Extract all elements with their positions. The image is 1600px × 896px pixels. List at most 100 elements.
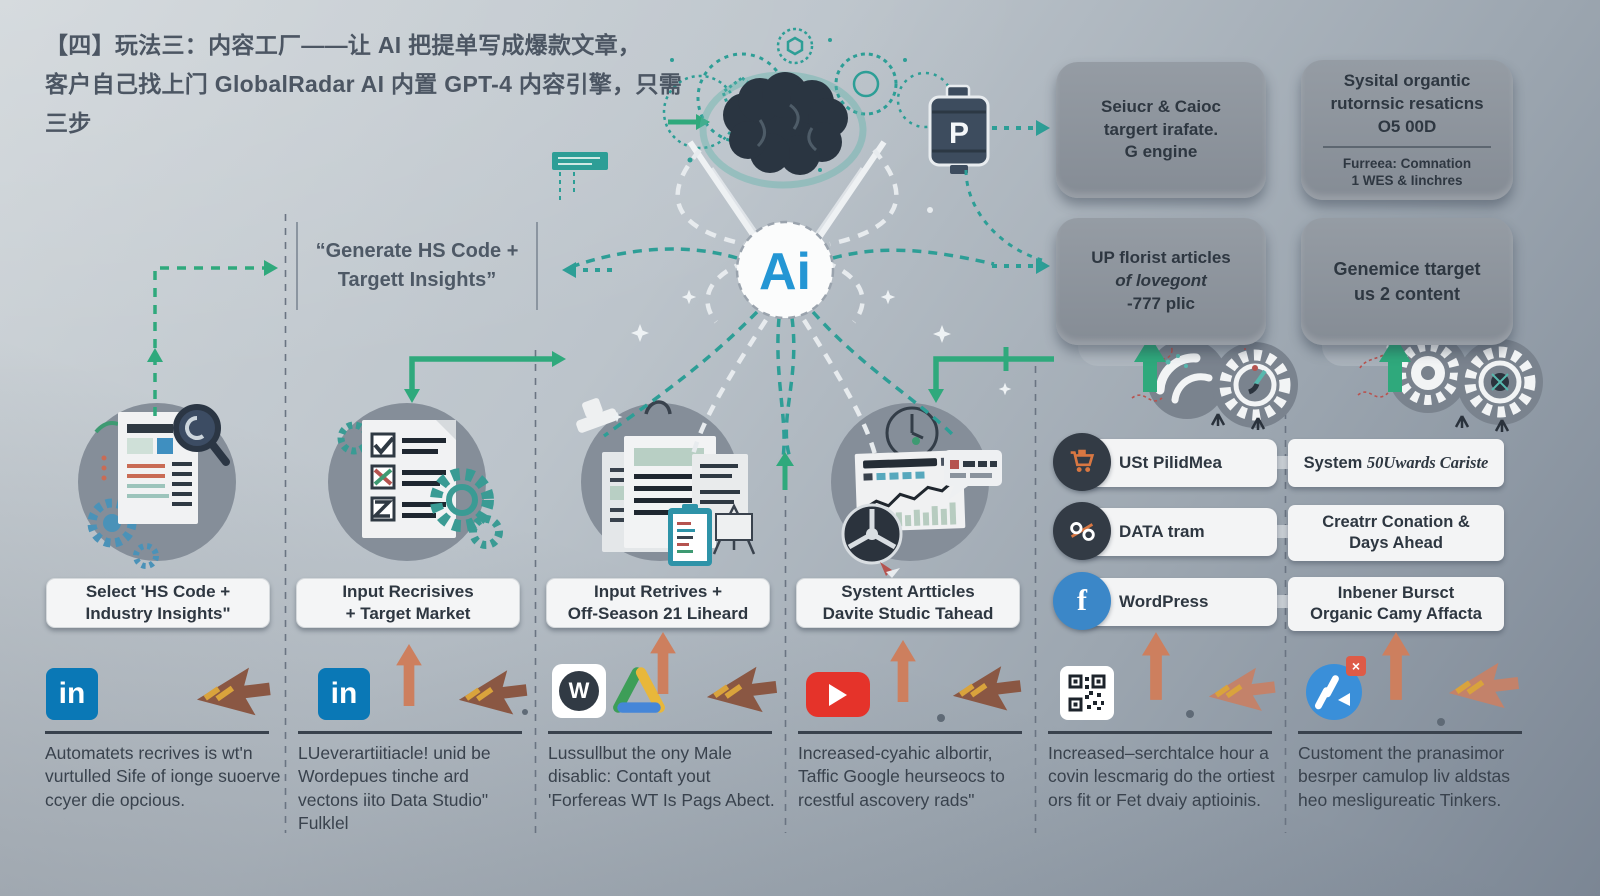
linkedin-letter: in: [58, 677, 86, 710]
cursor-icon: [196, 648, 280, 737]
info-box-3-line1: UP florist articles: [1091, 248, 1231, 268]
step2-label: Input Recrisives + Target Market: [296, 578, 520, 628]
tool-target-1-normal: System: [1303, 453, 1367, 472]
badge-feet-marks: [1210, 413, 1510, 432]
decor-dots: [522, 207, 1445, 726]
info-box-2: Sysital organtic rutornsic resaticns O5 …: [1301, 60, 1513, 200]
step3-illustration: [576, 398, 756, 566]
cursor-icon: [1448, 644, 1528, 729]
step1-label-line2: Industry Insights": [85, 604, 231, 623]
wordpress-letter: W: [559, 671, 599, 711]
tool-target-3: Inbener Bursct Organic Camy Affacta: [1288, 577, 1504, 631]
footer-divider: [45, 731, 269, 734]
column-separators: [284, 214, 1287, 833]
step4-label-line2: Davite Studic Tahead: [822, 604, 994, 623]
linkedin-icon: in: [46, 668, 98, 720]
info-box-2-foot1: Furreea: Comnation: [1342, 155, 1472, 171]
step4-label-line1: Systent Artticles: [841, 581, 975, 601]
footer-divider: [548, 731, 772, 734]
footer-note-4: Increased-cyahic albortir, Taffic Google…: [798, 743, 1005, 810]
info-box-3-line2: of lovegont: [1115, 271, 1207, 291]
prompt-quote-line2: Targett Insights”: [337, 269, 497, 291]
prompt-quote: “Generate HS Code + Targett Insights”: [296, 222, 538, 310]
tool-pill-2-label: DATA tram: [1119, 522, 1205, 541]
info-box-3: UP florist articles of lovegont -777 pli…: [1056, 218, 1266, 345]
page-title: 【四】玩法三：内容工厂——让 AI 把提单写成爆款文章， 客户自己找上门 Glo…: [45, 26, 705, 143]
battery-p-icon: P: [928, 84, 990, 174]
up-trend-arrow: [1382, 632, 1410, 705]
tool-target-1-italic: 50Uwards Cariste: [1366, 452, 1489, 472]
info-box-2-line1: Sysital organtic: [1343, 71, 1471, 91]
linkedin-letter: in: [330, 677, 358, 710]
tool-target-3-line2: Organic Camy Affacta: [1310, 605, 1482, 623]
step1-label: Select 'HS Code + Industry Insights": [46, 578, 270, 628]
qr-code-icon: [1060, 666, 1114, 720]
info-box-1-line1: Seiucr & Caioc: [1101, 96, 1221, 116]
info-box-4-line1: Genemice ttarget: [1333, 259, 1481, 280]
badge-gear-clock-icon: [1212, 342, 1298, 428]
footer-note-3: Lussullbut the ony Male disablic: Contaf…: [548, 743, 775, 810]
up-trend-arrow: [396, 644, 422, 711]
up-trend-arrow: [890, 640, 916, 707]
tool-target-1-text: System 50Uwards Cariste: [1288, 452, 1504, 474]
cursor-icon: [706, 648, 786, 733]
prompt-quote-line1: “Generate HS Code +: [315, 240, 519, 262]
facebook-letter: f: [1077, 584, 1087, 617]
step1-label-line1: Select 'HS Code +: [85, 581, 231, 601]
page-title-line1: 【四】玩法三：内容工厂——让 AI 把提单写成爆款文章，: [45, 32, 642, 58]
tool-target-2: Creatrr Conation & Days Ahead: [1288, 505, 1504, 561]
step3-label-line2: Off-Season 21 Liheard: [567, 604, 749, 623]
info-box-4: Genemice ttarget us 2 content: [1301, 218, 1513, 345]
up-trend-arrow: [650, 632, 676, 699]
step1-illustration: [87, 404, 230, 569]
footer-note-6: Customent the pranasimor besrper camulop…: [1298, 743, 1511, 810]
cart-icon: [1053, 433, 1111, 491]
step2-illustration: [337, 420, 503, 549]
linkedin-icon: in: [318, 668, 370, 720]
info-box-3-line3: -777 plic: [1126, 293, 1196, 313]
wordpress-icon: W: [552, 664, 606, 718]
info-box-1-line3: G engine: [1124, 142, 1198, 162]
step3-label-line1: Input Retrives +: [593, 581, 722, 601]
up-trend-arrow: [1142, 632, 1170, 705]
step4-illustration: [841, 406, 1002, 578]
info-box-2-line2: rutornsic resaticns: [1330, 94, 1484, 114]
glasses-icon: [1053, 502, 1111, 560]
info-box-1: Seiucr & Caioc targert irafate. G engine: [1056, 62, 1266, 198]
tag-chip: [552, 152, 608, 170]
footer-divider: [798, 731, 1022, 734]
footer-divider: [1298, 731, 1522, 734]
info-box-2-foot2: 1 WES & Iinchres: [1351, 173, 1463, 189]
tool-target-3-line1: Inbener Bursct: [1337, 583, 1455, 602]
step2-label-line1: Input Recrisives: [342, 581, 474, 601]
green-right-arrow: [668, 114, 710, 130]
close-badge-icon: ×: [1346, 656, 1366, 676]
divider: [1323, 146, 1491, 148]
sparkle-icons: [611, 289, 1012, 423]
step3-label: Input Retrives + Off-Season 21 Liheard: [546, 578, 770, 628]
footer-note-2: LUeverartiitiacle! unid be Wordepues tin…: [298, 743, 491, 833]
cursor-icon: [1208, 650, 1284, 731]
dashed-connectors: [559, 120, 1050, 278]
info-box-1-line2: targert irafate.: [1103, 119, 1219, 139]
tool-target-1: System 50Uwards Cariste: [1288, 439, 1504, 487]
tool-target-2-line1: Creatrr Conation &: [1322, 512, 1470, 531]
facebook-icon: f: [1053, 572, 1111, 630]
play-icon: [829, 683, 847, 706]
step2-label-line2: + Target Market: [345, 604, 471, 623]
youtube-icon: [806, 672, 870, 717]
info-box-2-line3: O5 00D: [1377, 117, 1437, 137]
footer-note-5: Increased–serchtalce hour a covin lescma…: [1048, 743, 1275, 810]
brain-icon: [699, 71, 867, 189]
badge-gear-globe-icon: [1457, 339, 1543, 425]
footer-note-1: Automatets recrives is wt'n vurtulled Si…: [45, 743, 281, 810]
svg-text:P: P: [949, 117, 969, 150]
footer-divider: [1048, 731, 1272, 734]
cursor-icon: [952, 648, 1030, 731]
cursor-icon: [458, 652, 536, 735]
svg-text:Ai: Ai: [759, 243, 811, 301]
tool-pill-1-label: USt PilidMea: [1119, 453, 1222, 472]
google-drive-icon: [610, 664, 668, 721]
tool-pill-3-label: WordPress: [1119, 592, 1209, 611]
